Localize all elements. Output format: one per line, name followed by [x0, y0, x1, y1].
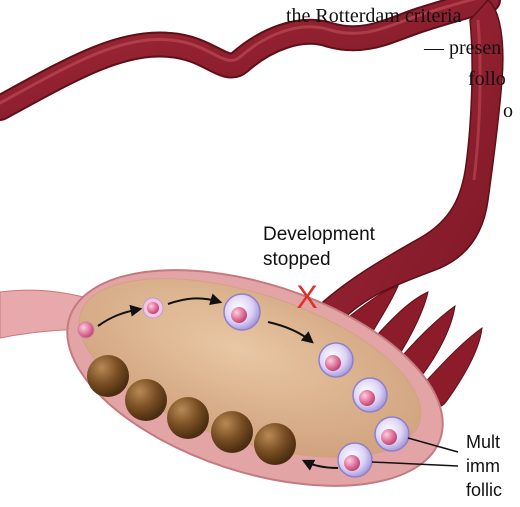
article-text-line4: o	[503, 100, 513, 122]
primary-follicle-core	[147, 302, 159, 314]
mature-follicle	[211, 411, 253, 453]
article-text-line1: the Rotterdam criteria	[286, 5, 462, 27]
mature-follicle	[87, 355, 129, 397]
multiple-immature-label-line1: Mult	[466, 432, 500, 452]
multiple-immature-label-line2: imm	[466, 456, 500, 476]
secondary-follicle-core	[231, 307, 247, 323]
immature-follicle-core	[344, 455, 360, 471]
immature-follicle-core	[359, 390, 375, 406]
development-label-line1: Development	[263, 224, 376, 245]
multiple-immature-label-line3: follic	[466, 480, 502, 500]
immature-follicle-core	[381, 429, 397, 445]
mature-follicle	[125, 379, 167, 421]
article-text-line3: follo	[468, 68, 506, 90]
immature-follicle-core	[325, 355, 341, 371]
primordial-follicle	[78, 322, 94, 338]
mature-follicle	[167, 397, 209, 439]
mature-follicle	[254, 423, 296, 465]
article-text-line2: — presen	[423, 37, 501, 59]
development-label-line2: stopped	[263, 249, 331, 270]
development-stopped-x: X	[296, 279, 317, 315]
